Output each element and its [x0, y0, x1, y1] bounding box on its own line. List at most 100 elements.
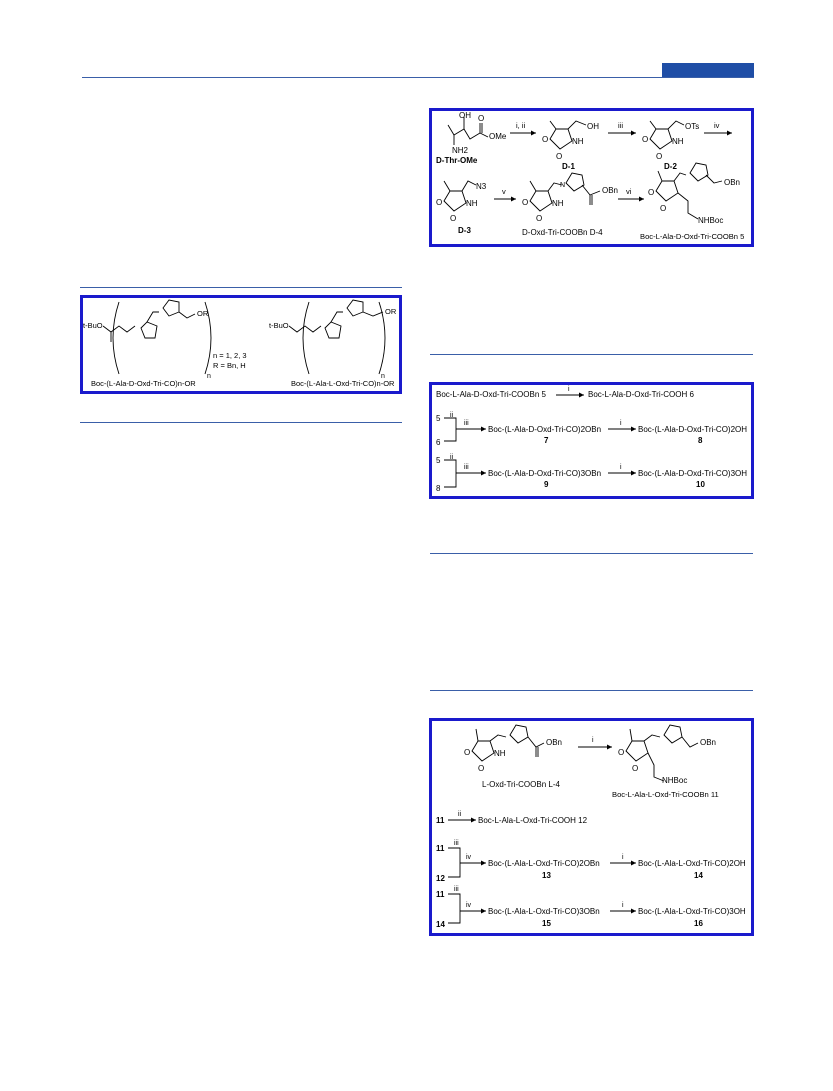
nh-label: NH	[552, 199, 564, 208]
d-3-label: D-3	[458, 226, 471, 235]
compound-5-structure: O O OBn NHBoc Boc-L-Ala-D-Oxd-Tri-COOBn …	[640, 162, 744, 241]
s2-row2-r1: ii	[450, 412, 454, 419]
o-label: O	[478, 764, 484, 773]
right-oligomer-structure: t-BuO OR n Boc-(L-Ala-L-Oxd-Tri-CO)n-OR	[269, 299, 397, 388]
reagent-i-ii: i, ii	[516, 121, 526, 130]
s3-row1-product: Boc-L-Ala-L-Oxd-Tri-COOH 12	[478, 816, 588, 825]
nh-label: NH	[466, 199, 478, 208]
d-1-structure: O NH O OH D-1	[542, 120, 599, 171]
s2-row3-r2: iii	[464, 464, 469, 471]
s2-row2-intermediate: Boc-(L-Ala-D-Oxd-Tri-CO)2OBn	[488, 425, 601, 434]
tbuo-label: t-BuO	[83, 321, 103, 330]
s3-row2-product-num: 14	[694, 871, 703, 880]
reagent-vi: vi	[626, 187, 632, 196]
or-label: OR	[385, 307, 397, 316]
d-thr-ome-structure: OH O OMe NH2 D-Thr-OMe	[436, 111, 507, 165]
o-label: O	[542, 135, 548, 144]
obn-label: OBn	[724, 178, 740, 187]
s3-row3-bottom: 14	[436, 920, 445, 929]
scheme1-box: OH O OMe NH2 D-Thr-OMe i, ii O NH O OH D…	[429, 108, 754, 247]
n-subscript: n	[381, 373, 385, 380]
s2-row3-r1: ii	[450, 454, 454, 461]
d-4-structure: O NH O N OBn D-Oxd-Tri-COOBn D-4	[522, 172, 618, 237]
s3-row2-top: 11	[436, 844, 445, 853]
scheme3-svg: O NH O OBn L-Oxd-Tri-COOBn L-4 i O O OBn…	[436, 724, 746, 929]
s3-row3-reagent: i	[622, 902, 624, 909]
s3-row3-product: Boc-(L-Ala-L-Oxd-Tri-CO)3OH	[638, 907, 746, 916]
oh-label: OH	[459, 111, 471, 120]
compound-11-structure: O O OBn NHBoc Boc-L-Ala-L-Oxd-Tri-COOBn …	[612, 724, 719, 799]
reagent-v: v	[502, 187, 506, 196]
s2-row3-product-num: 10	[696, 480, 705, 489]
left-oligomer-structure: t-BuO OR n Boc-(L-Ala-D-Oxd-Tri-CO)n-OR	[83, 299, 212, 388]
scheme1-svg: OH O OMe NH2 D-Thr-OMe i, ii O NH O OH D…	[436, 111, 744, 241]
s2-row2-product-num: 8	[698, 436, 703, 445]
s3-row2-r1: iii	[454, 840, 459, 847]
s3-row2-r2: iv	[466, 854, 472, 861]
s2-row3-intermediate-num: 9	[544, 480, 549, 489]
o-label: O	[656, 152, 662, 161]
left-oligomer-label: Boc-(L-Ala-D-Oxd-Tri-CO)n-OR	[91, 379, 196, 388]
o-label: O	[642, 135, 648, 144]
s3-row2-bottom: 12	[436, 874, 445, 883]
s3-row2-intermediate: Boc-(L-Ala-L-Oxd-Tri-CO)2OBn	[488, 859, 600, 868]
nh-label: NH	[572, 137, 584, 146]
d-3-structure: O NH O N3 D-3	[436, 180, 487, 235]
s2-row3-bottom: 8	[436, 484, 441, 493]
o-label: O	[660, 204, 666, 213]
d-2-structure: O NH O OTs D-2	[642, 120, 699, 171]
o-label: O	[478, 114, 484, 123]
o-label: O	[556, 152, 562, 161]
o-label: O	[464, 748, 470, 757]
s2-row2-bottom: 6	[436, 438, 441, 447]
n-label: N	[560, 182, 565, 189]
s3-row3-intermediate-num: 15	[542, 919, 551, 928]
obn-label: OBn	[700, 738, 716, 747]
l-4-label: L-Oxd-Tri-COOBn L-4	[482, 780, 560, 789]
or-label: OR	[197, 309, 209, 318]
s2-row2-top: 5	[436, 414, 441, 423]
o-label: O	[632, 764, 638, 773]
nhboc-label: NHBoc	[698, 216, 723, 225]
ome-label: OMe	[489, 132, 507, 141]
scheme2-box: Boc-L-Ala-D-Oxd-Tri-COOBn 5 i Boc-L-Ala-…	[429, 382, 754, 499]
s2-row2-r2: iii	[464, 420, 469, 427]
scheme3-top-rule	[430, 553, 753, 554]
obn-label: OBn	[546, 738, 562, 747]
header-rule	[82, 77, 754, 78]
d-thr-ome-label: D-Thr-OMe	[436, 156, 478, 165]
s2-row3-top: 5	[436, 456, 441, 465]
s2-row3-product: Boc-(L-Ala-D-Oxd-Tri-CO)3OH	[638, 469, 747, 478]
right-oligomer-label: Boc-(L-Ala-L-Oxd-Tri-CO)n-OR	[291, 379, 395, 388]
o-label: O	[648, 188, 654, 197]
s3-row2-reagent: i	[622, 854, 624, 861]
r-values-label: R = Bn, H	[213, 361, 246, 370]
o-label: O	[536, 214, 542, 223]
s3-reagent-i: i	[592, 737, 594, 744]
scheme3-box: O NH O OBn L-Oxd-Tri-COOBn L-4 i O O OBn…	[429, 718, 754, 936]
compound-11-label: Boc-L-Ala-L-Oxd-Tri-COOBn 11	[612, 790, 719, 799]
o-label: O	[450, 214, 456, 223]
s2-row1-reagent: i	[568, 386, 570, 393]
o-label: O	[436, 198, 442, 207]
s2-row2-product: Boc-(L-Ala-D-Oxd-Tri-CO)2OH	[638, 425, 747, 434]
s3-row2-product: Boc-(L-Ala-L-Oxd-Tri-CO)2OH	[638, 859, 746, 868]
s3-row1-reagent: ii	[458, 811, 462, 818]
o-label: O	[618, 748, 624, 757]
figure1-svg: t-BuO OR n Boc-(L-Ala-D-Oxd-Tri-CO)n-OR …	[83, 299, 397, 388]
s2-row3-reagent: i	[620, 464, 622, 471]
oh-label: OH	[587, 122, 599, 131]
figure1-box: t-BuO OR n Boc-(L-Ala-D-Oxd-Tri-CO)n-OR …	[80, 295, 402, 394]
nh2-label: NH2	[452, 146, 469, 155]
s2-row3-intermediate: Boc-(L-Ala-D-Oxd-Tri-CO)3OBn	[488, 469, 601, 478]
reagent-iii: iii	[618, 121, 623, 130]
obn-label: OBn	[602, 186, 618, 195]
s3-row3-r2: iv	[466, 902, 472, 909]
s3-row3-top: 11	[436, 890, 445, 899]
tbuo-label: t-BuO	[269, 321, 289, 330]
s3-row3-product-num: 16	[694, 919, 703, 928]
d-1-label: D-1	[562, 162, 575, 171]
l-4-structure: O NH O OBn L-Oxd-Tri-COOBn L-4	[464, 724, 562, 789]
d-2-label: D-2	[664, 162, 677, 171]
s3-row1-start: 11	[436, 816, 445, 825]
